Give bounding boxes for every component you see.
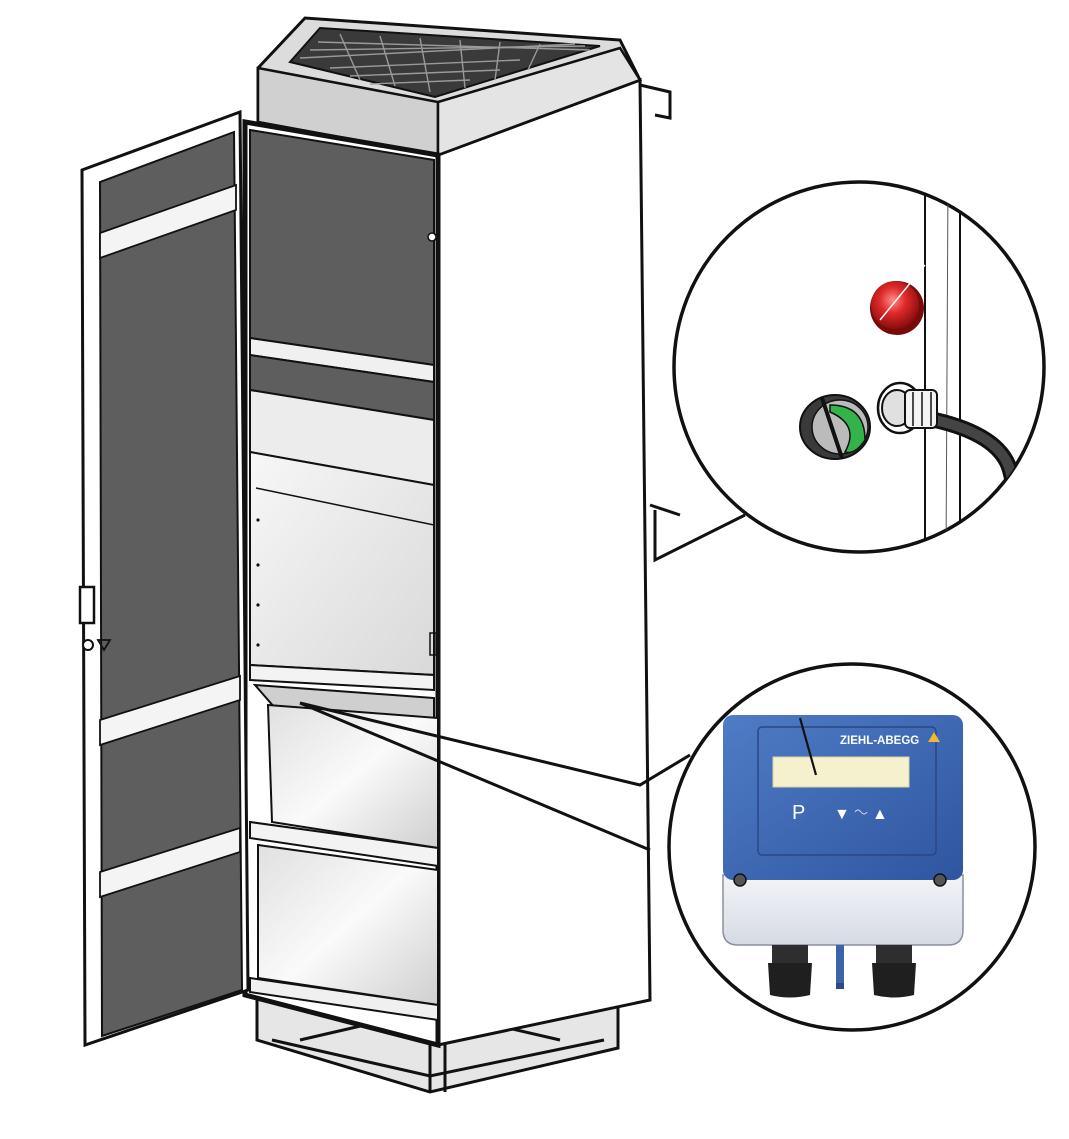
cabinet-side-panel [436, 77, 672, 1047]
cable-gland [876, 381, 938, 435]
down-button[interactable]: ▼ [834, 806, 850, 823]
callout-indicators [672, 180, 1046, 554]
controller-display [772, 756, 910, 788]
selector-switch [799, 394, 871, 460]
screw-icon [733, 873, 747, 887]
lamp-lens [871, 281, 919, 329]
cabinet-front-opening [242, 119, 441, 1049]
up-button[interactable]: ▲ [872, 806, 888, 823]
indicator-lamp [870, 264, 926, 335]
adjust-wave-icon [854, 809, 868, 815]
controller-housing [723, 715, 963, 880]
screw-icon [933, 873, 947, 887]
callout-leaders [299, 503, 746, 852]
p-button[interactable]: P [792, 802, 805, 824]
brand-logo: ZIEHL-ABEGG [840, 735, 919, 747]
brand-logo-mark-icon [928, 732, 940, 742]
callout-pointer [798, 717, 818, 776]
controller-cable-glands [768, 945, 916, 998]
callout-controller: ZIEHL-ABEGG P ▼ ▲ [667, 662, 1037, 1032]
controller-base [722, 874, 964, 946]
cabinet-door [78, 109, 250, 1048]
switch-knob [829, 404, 866, 454]
